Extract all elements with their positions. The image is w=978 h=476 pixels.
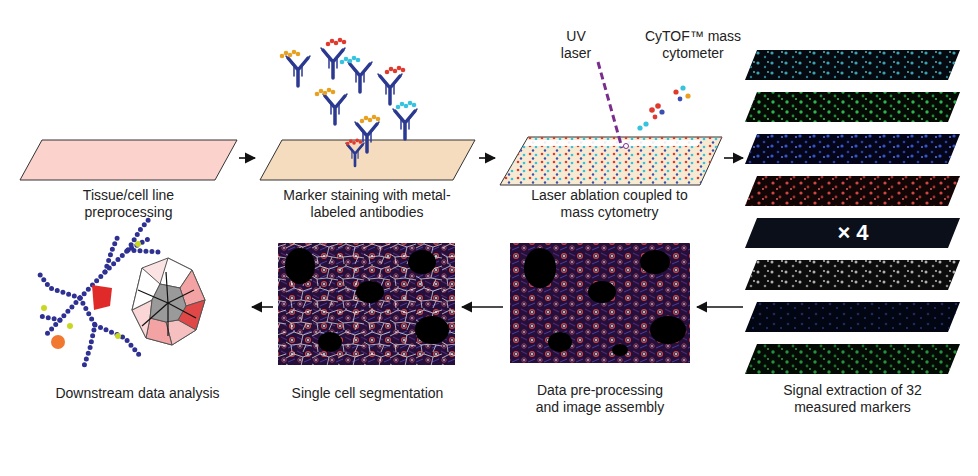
label-text: × 4 [837, 220, 868, 246]
callout-label: CyTOF™ mass cytometer [641, 28, 745, 62]
step-node: Marker staining with metal-labeled antib… [257, 30, 477, 225]
flow-arrow [462, 306, 503, 308]
step-caption: Laser ablation coupled to mass cytometry [525, 187, 695, 221]
flow-arrow [724, 157, 743, 159]
flow-arrow [697, 306, 743, 308]
flow-arrow [252, 306, 273, 308]
step-caption: Signal extraction of 32 measured markers [780, 382, 925, 416]
label-text: UV laser [554, 28, 599, 62]
step-caption: Tissue/cell line preprocessing [64, 187, 194, 221]
step-caption: Downstream data analysis [25, 385, 250, 402]
label-text: CyTOF™ mass cytometer [643, 28, 743, 62]
flow-arrow [239, 157, 255, 159]
step-caption: Single cell segmentation [275, 385, 460, 402]
step-caption: Marker staining with metal-labeled antib… [280, 187, 455, 221]
step-node: Data pre-processing and image assembly [505, 240, 695, 420]
step-caption: Data pre-processing and image assembly [530, 382, 670, 416]
flow-arrow [479, 157, 495, 159]
repeat-count: × 4 [803, 220, 903, 246]
step-node: Tissue/cell line preprocessing [20, 135, 237, 225]
callout-label: UV laser [545, 28, 607, 62]
step-node: Single cell segmentation [275, 240, 460, 406]
step-node: Downstream data analysis [25, 240, 250, 406]
